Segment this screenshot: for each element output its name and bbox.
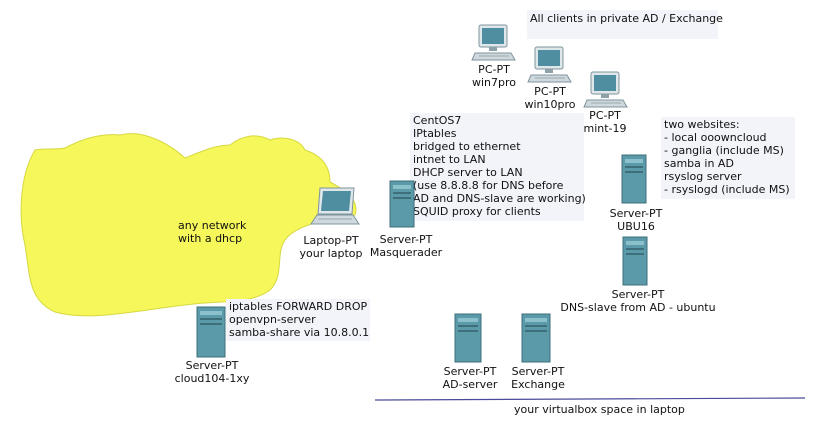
cloud-label-line1: any network bbox=[178, 219, 247, 232]
mint19-name: mint-19 bbox=[583, 122, 627, 135]
laptop-type: Laptop-PT bbox=[303, 234, 359, 247]
pc-icon-win10pro[interactable] bbox=[527, 46, 573, 86]
pc-icon-win7pro[interactable] bbox=[471, 24, 517, 64]
masquerader-type: Server-PT bbox=[379, 233, 433, 246]
server-icon-ubu16[interactable] bbox=[619, 154, 649, 206]
server-icon-exchange[interactable] bbox=[519, 313, 553, 365]
ubu16-note: two websites: - local ooowncloud - gangl… bbox=[661, 117, 795, 199]
exchange-name: Exchange bbox=[511, 378, 565, 391]
ubu16-type: Server-PT bbox=[609, 207, 663, 220]
win10pro-name: win10pro bbox=[524, 98, 576, 111]
dnsslave-type: Server-PT bbox=[611, 288, 665, 301]
server-icon-dnsslave[interactable] bbox=[620, 236, 650, 288]
cloud104-note: iptables FORWARD DROP openvpn-server sam… bbox=[226, 299, 370, 341]
laptop-icon[interactable] bbox=[310, 186, 362, 230]
masquerader-note: CentOS7 IPtables bridged to ethernet int… bbox=[410, 113, 586, 221]
laptop-name: your laptop bbox=[299, 247, 363, 260]
adserver-name: AD-server bbox=[442, 378, 498, 391]
mint19-type: PC-PT bbox=[589, 109, 621, 122]
win10pro-type: PC-PT bbox=[534, 85, 566, 98]
clients-note: All clients in private AD / Exchange bbox=[527, 10, 723, 39]
server-icon-masquerader[interactable] bbox=[387, 180, 417, 230]
win7pro-type: PC-PT bbox=[478, 63, 510, 76]
cloud-label-line2: with a dhcp bbox=[178, 232, 243, 245]
dnsslave-name: DNS-slave from AD - ubuntu bbox=[560, 301, 716, 314]
masquerader-name: Masquerader bbox=[369, 246, 443, 259]
exchange-type: Server-PT bbox=[511, 365, 565, 378]
pc-icon-mint19[interactable] bbox=[583, 71, 629, 111]
cloud104-name: cloud104-1xy bbox=[174, 372, 250, 385]
server-icon-adserver[interactable] bbox=[452, 313, 484, 365]
cloud104-type: Server-PT bbox=[185, 359, 239, 372]
server-icon-cloud104[interactable] bbox=[194, 306, 228, 360]
win7pro-name: win7pro bbox=[471, 76, 517, 89]
virtualbox-label: your virtualbox space in laptop bbox=[514, 403, 685, 416]
ubu16-name: UBU16 bbox=[617, 220, 655, 233]
adserver-type: Server-PT bbox=[443, 365, 497, 378]
